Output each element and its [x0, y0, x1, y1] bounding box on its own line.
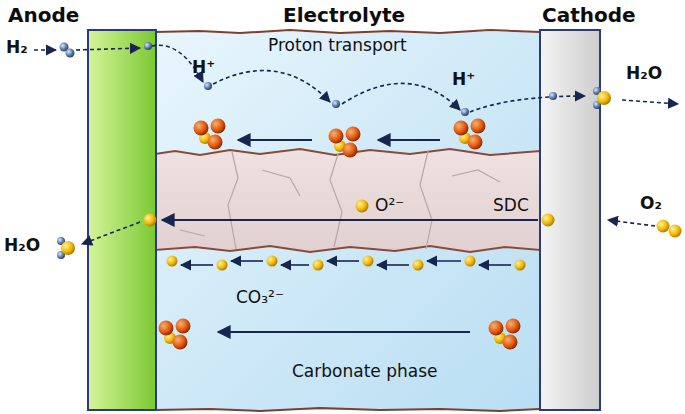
region-heading: Electrolyte: [283, 4, 405, 27]
ion-sphere: [159, 321, 174, 336]
ion-sphere: [549, 92, 557, 100]
ion-sphere: [468, 135, 483, 150]
ion-sphere: [211, 119, 226, 134]
ion-sphere: [506, 319, 521, 334]
ion-arrow: [281, 264, 309, 266]
ion-sphere: [173, 335, 188, 350]
ion-sphere: [167, 256, 178, 267]
ion-sphere: [61, 241, 75, 255]
ion-sphere: [144, 42, 152, 50]
ion-sphere: [329, 129, 344, 144]
ion-sphere: [542, 214, 555, 227]
ion-arrow: [479, 264, 511, 266]
ion-sphere: [503, 335, 518, 350]
sdc-phase-band: O²⁻ SDC: [155, 152, 540, 250]
phase-label: O²⁻: [375, 196, 404, 216]
ion-sphere: [489, 321, 504, 336]
species-label: H₂O: [4, 236, 40, 256]
ion-label: CO₃²⁻: [236, 288, 284, 308]
ion-sphere: [657, 220, 670, 233]
ion-sphere: [267, 256, 278, 267]
ion-sphere: [356, 200, 369, 213]
ion-sphere: [413, 260, 424, 271]
ion-sphere: [217, 260, 228, 271]
ion-sphere: [465, 256, 476, 267]
ion-arrow: [231, 260, 263, 262]
ion-sphere: [204, 82, 212, 90]
region-heading: Anode: [8, 4, 79, 27]
ion-sphere: [454, 121, 469, 136]
ion-sphere: [363, 256, 374, 267]
ion-arrow: [427, 260, 461, 262]
ion-sphere: [343, 143, 358, 158]
ion-sphere: [471, 119, 486, 134]
ion-sphere: [194, 121, 209, 136]
ion-sphere: [66, 49, 75, 58]
anode-electrode: Anode: [0, 0, 158, 414]
ion-label: H⁺: [452, 70, 475, 90]
ion-sphere: [313, 260, 324, 271]
ion-arrow: [181, 264, 213, 266]
ion-label: H⁺: [192, 58, 215, 78]
ion-sphere: [176, 319, 191, 334]
cathode-electrode: Cathode: [540, 0, 685, 414]
ion-sphere: [515, 260, 526, 271]
ion-sphere: [669, 225, 682, 238]
ion-sphere: [208, 135, 223, 150]
ion-sphere: [461, 108, 469, 116]
ion-sphere: [332, 100, 340, 108]
ion-arrow: [327, 260, 359, 262]
ion-arrow: [377, 264, 409, 266]
ion-sphere: [144, 214, 157, 227]
region-heading: Cathode: [542, 4, 636, 27]
species-label: O₂: [640, 194, 662, 214]
ion-sphere: [346, 127, 361, 142]
species-label: H₂: [6, 38, 28, 58]
ion-sphere: [597, 91, 611, 105]
transport-label: Proton transport: [268, 36, 407, 56]
phase-label: SDC: [493, 196, 529, 216]
species-label: H₂O: [626, 64, 662, 84]
phase-label: Carbonate phase: [292, 362, 438, 382]
